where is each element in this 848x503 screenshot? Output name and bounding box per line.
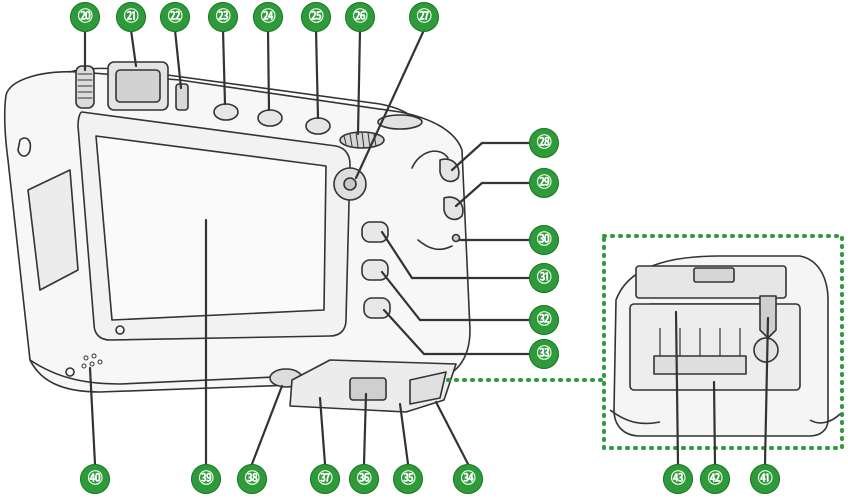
callout-21: ㉑ [116, 2, 146, 32]
battery-compartment-inset [602, 234, 844, 450]
callout-40: ㊵ [80, 464, 110, 494]
callout-28: ㉘ [529, 128, 559, 158]
button-28 [439, 158, 460, 183]
button-23 [213, 103, 239, 121]
indicator-lamp [451, 233, 461, 243]
callout-41: ㊶ [750, 464, 780, 494]
callout-43: ㊸ [663, 464, 693, 494]
callout-27: ㉗ [409, 2, 439, 32]
side-grip [27, 169, 79, 291]
callout-37: ㊲ [310, 464, 340, 494]
callout-26: ㉖ [345, 2, 375, 32]
callout-35: ㉟ [393, 464, 423, 494]
battery-latch [349, 377, 387, 401]
callout-29: ㉙ [529, 168, 559, 198]
button-24 [257, 109, 283, 127]
eye-sensor [175, 83, 189, 111]
lcd-screen [95, 135, 327, 321]
speaker [81, 353, 103, 369]
callout-39: ㊴ [191, 464, 221, 494]
callout-32: ㉜ [529, 305, 559, 335]
callout-22: ㉒ [160, 2, 190, 32]
callout-30: ㉚ [529, 225, 559, 255]
callout-38: ㊳ [237, 464, 267, 494]
diopter-dial [75, 65, 95, 109]
callout-31: ㉛ [529, 263, 559, 293]
button-25 [305, 117, 331, 135]
callout-20: ⑳ [70, 2, 100, 32]
callout-33: ㉝ [529, 339, 559, 369]
button-33 [363, 297, 391, 319]
cable-cover [409, 371, 447, 405]
callout-36: ㊱ [349, 464, 379, 494]
callout-24: ㉔ [253, 2, 283, 32]
button-32 [361, 259, 389, 281]
callout-42: ㊷ [700, 464, 730, 494]
callout-34: ㉞ [453, 464, 483, 494]
callout-25: ㉕ [301, 2, 331, 32]
callout-23: ㉓ [208, 2, 238, 32]
button-31 [361, 221, 389, 243]
